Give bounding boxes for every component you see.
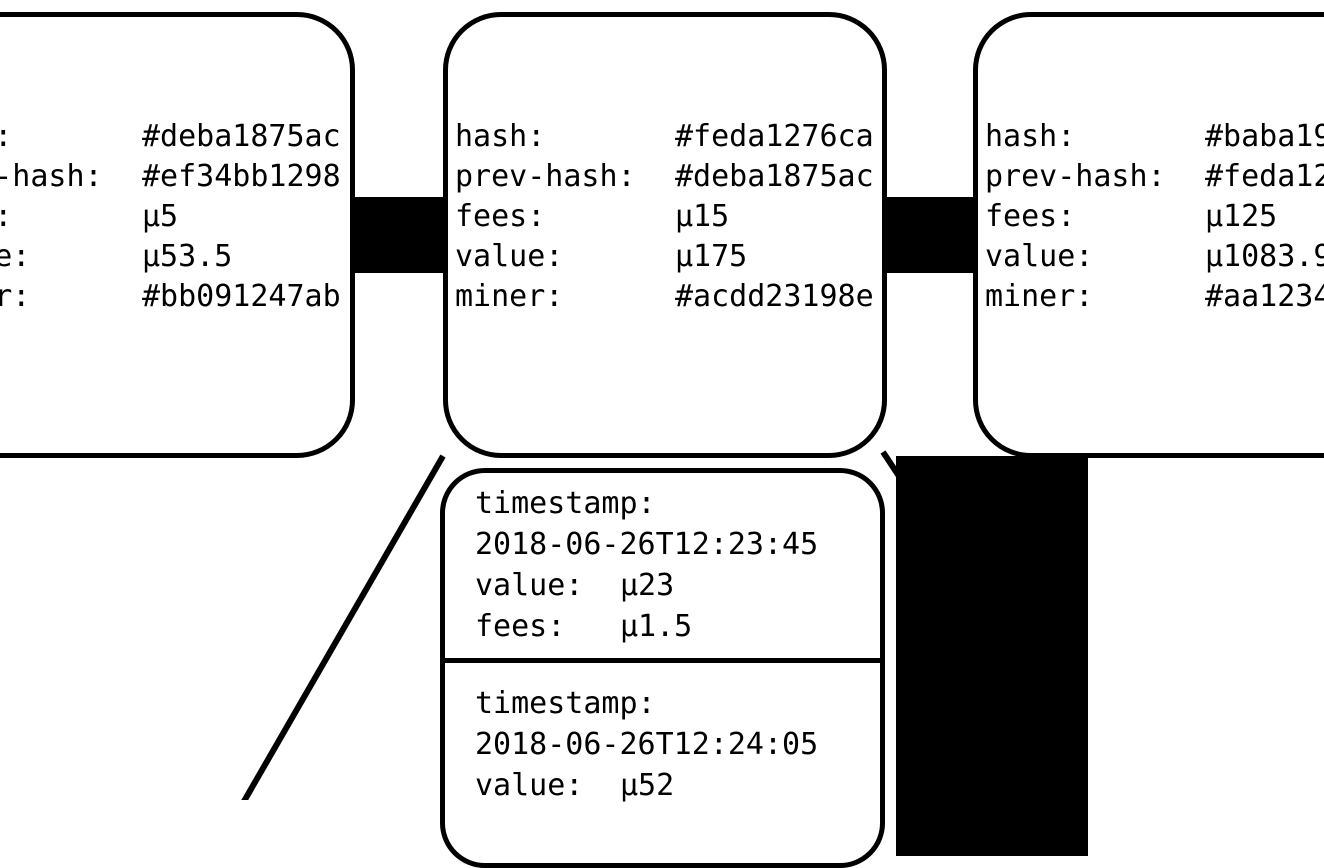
field-label: hash: — [0, 117, 142, 157]
block-field-fees: fees: µ125 — [985, 197, 1324, 237]
field-label: hash: — [455, 119, 546, 154]
field-label: fees: — [0, 197, 142, 237]
tx-field-label: fees: — [475, 609, 566, 644]
field-value: #feda12 — [1205, 159, 1324, 194]
field-label: miner: — [985, 279, 1094, 314]
tx-fees-row: fees: µ1.5 — [475, 606, 872, 647]
field-label: fees: — [455, 199, 546, 234]
tx-field-value: µ23 — [620, 568, 675, 603]
field-value: #deba1875ac — [675, 159, 874, 194]
tx-timestamp-value: 2018-06-26T12:23:45 — [475, 527, 819, 562]
field-value: #deba1875ac — [142, 119, 341, 154]
block-field-fees: fees: µ5 — [0, 197, 350, 237]
field-label: miner: — [455, 279, 564, 314]
tx-value-row: value: µ23 — [475, 565, 872, 606]
block-field-miner: miner: #aa1234 — [985, 277, 1324, 317]
field-label: prev-hash: — [455, 159, 636, 194]
tx-field-value: µ52 — [620, 768, 675, 803]
block-field-hash: hash: #baba19 — [985, 117, 1324, 157]
block-field-hash: hash: #feda1276ca — [455, 117, 882, 157]
block-field-miner: miner: #acdd23198e — [455, 277, 882, 317]
field-value: #feda1276ca — [675, 119, 874, 154]
tx-timestamp-value: 2018-06-26T12:24:05 — [475, 727, 819, 762]
down-connector-rect — [896, 456, 1088, 856]
tx-zoom-line-left — [241, 454, 446, 800]
tx-field-value: µ1.5 — [620, 609, 693, 644]
field-value: µ1083.9 — [1205, 239, 1324, 274]
block-field-fees: fees: µ15 — [455, 197, 882, 237]
field-label: prev-hash: — [985, 159, 1166, 194]
field-label: miner: — [0, 279, 31, 314]
field-value: #ef34bb1298 — [142, 159, 341, 194]
block-field-prev-hash: prev-hash: #deba1875ac — [455, 157, 882, 197]
field-label: value: — [455, 239, 564, 274]
field-label: fees: — [985, 199, 1076, 234]
field-label: hash: — [985, 119, 1076, 154]
block-field-prev-hash: prev-hash: #ef34bb1298 — [0, 157, 350, 197]
field-value: µ15 — [675, 199, 730, 234]
field-value: µ53.5 — [142, 239, 233, 274]
field-value: #aa1234 — [1205, 279, 1324, 314]
tx-field-label: value: — [475, 768, 584, 803]
tx-field-label: value: — [475, 568, 584, 603]
field-value: #bb091247ab — [142, 279, 341, 314]
field-label: value: — [0, 239, 31, 274]
block-card-current: hash: #feda1276ca prev-hash: #deba1875ac… — [443, 12, 887, 458]
field-value: µ5 — [142, 199, 179, 234]
block-field-value: value: µ175 — [455, 237, 882, 277]
block-card-next: hash: #baba19 prev-hash: #feda12 fees: µ… — [973, 12, 1324, 458]
blockchain-diagram: { "colors": { "ink": "#000000", "paper":… — [0, 12, 1324, 868]
transaction-entry: timestamp: 2018-06-26T12:23:45 value: µ2… — [445, 473, 880, 663]
transaction-entry: timestamp: 2018-06-26T12:24:05 value: µ5… — [445, 663, 880, 816]
field-value: µ125 — [1205, 199, 1278, 234]
tx-timestamp-label: timestamp: — [475, 486, 656, 521]
transaction-list: timestamp: 2018-06-26T12:23:45 value: µ2… — [440, 468, 885, 868]
block-field-hash: hash: #deba1875ac — [0, 117, 350, 157]
chain-link-left — [350, 197, 445, 273]
block-card-previous: hash: #deba1875ac prev-hash: #ef34bb1298… — [0, 12, 355, 458]
field-value: #acdd23198e — [675, 279, 874, 314]
tx-value-row: value: µ52 — [475, 765, 872, 806]
block-field-prev-hash: prev-hash: #feda12 — [985, 157, 1324, 197]
field-value: µ175 — [675, 239, 748, 274]
field-label: prev-hash: — [0, 159, 103, 194]
field-label: value: — [985, 239, 1094, 274]
tx-timestamp-label: timestamp: — [475, 686, 656, 721]
block-field-value: value: µ1083.9 — [985, 237, 1324, 277]
chain-link-right — [883, 197, 975, 273]
block-field-value: value: µ53.5 — [0, 237, 350, 277]
block-field-miner: miner: #bb091247ab — [0, 277, 350, 317]
field-value: #baba19 — [1205, 119, 1324, 154]
